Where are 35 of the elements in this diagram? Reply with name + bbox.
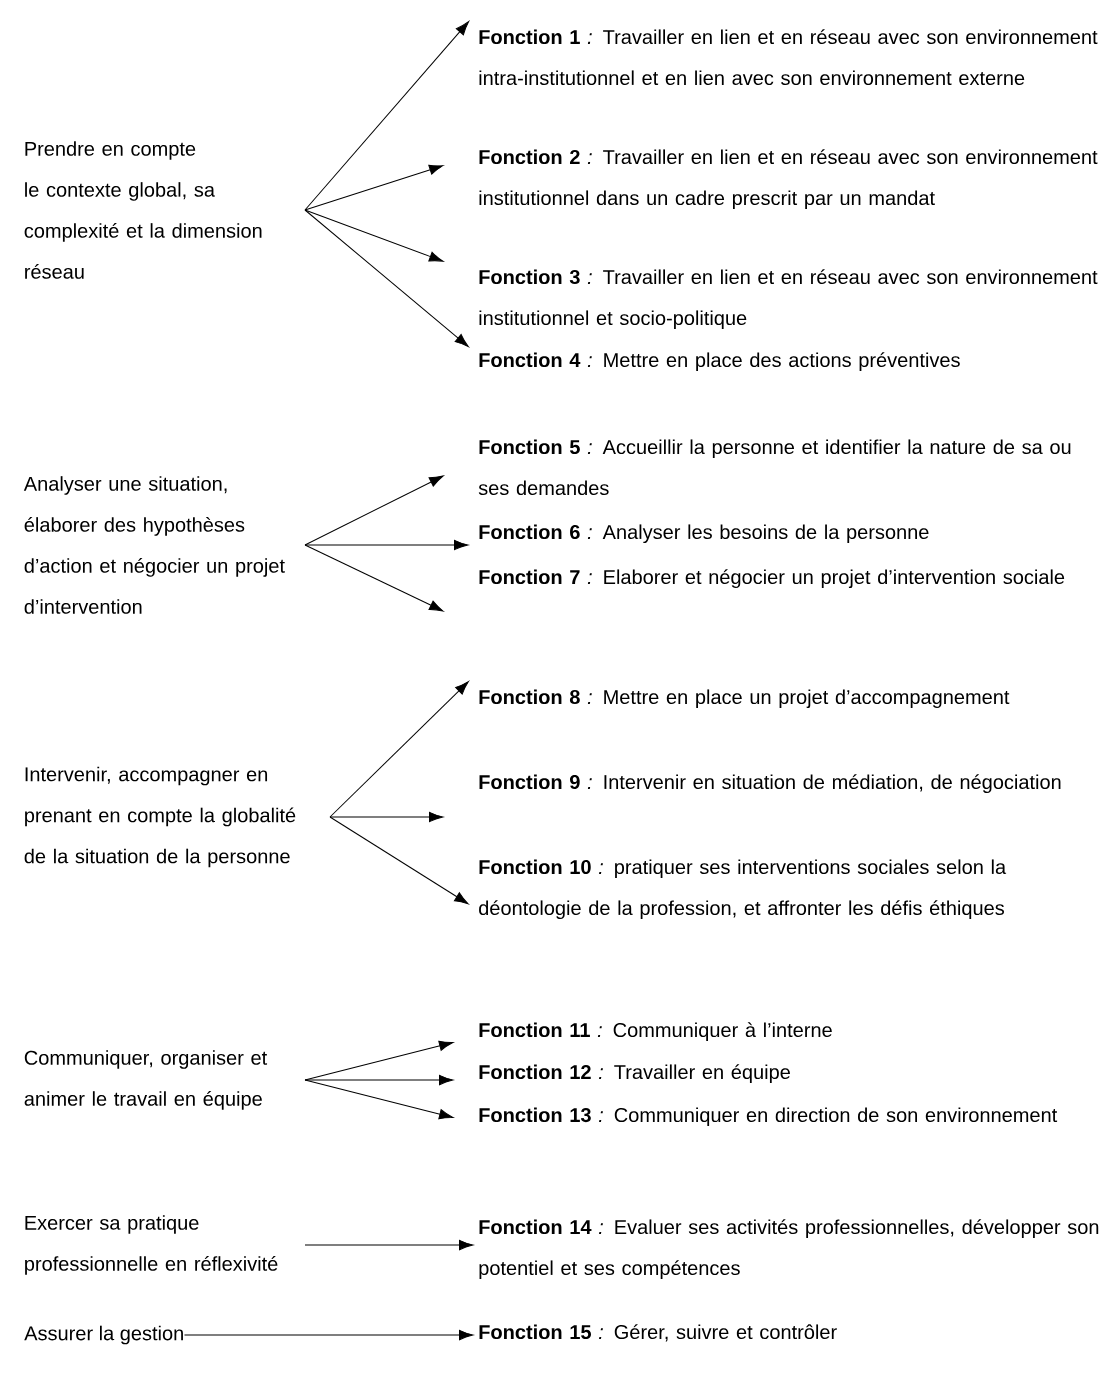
function-text: Fonction 9 : Intervenir en situation de médiation, de négociation <box>479 774 1061 794</box>
function-text: Fonction 14 : Evaluer ses activités professionnelles, développer son potentiel et ses compétences <box>479 1219 1099 1280</box>
arrow <box>329 681 469 818</box>
function-text: Fonction 4 : Mettre en place des actions préventives <box>479 352 960 372</box>
function-text: Fonction 1 : Travailler en lien et en réseau avec son environnement intra-institutionnel et en lien avec son environnement externe <box>479 29 1098 86</box>
arrow <box>304 475 444 546</box>
function-text: Fonction 6 : Analyser les besoins de la personne <box>479 524 929 544</box>
function-text: Fonction 12 : Travailler en équipe <box>479 1064 790 1084</box>
arrow <box>304 164 444 211</box>
arrow <box>304 539 469 551</box>
function-text: Fonction 7 : Elaborer et négocier un projet d’intervention sociale <box>479 569 1065 589</box>
function-text: Fonction 2 : Travailler en lien et en réseau avec son environnement institutionnel dans un cadre prescrit par un mandat <box>479 149 1098 210</box>
function-text: Fonction 10 : pratiquer ses interventions sociales selon la déontologie de la profession, et affronter les défis éthiques <box>479 859 1007 920</box>
arrow <box>329 811 444 823</box>
category-text: Communiquer, organiser et animer le travail en équipe <box>24 1050 268 1110</box>
category-text: Exercer sa pratique professionnelle en réflexivité <box>25 1215 278 1275</box>
category-text: Analyser une situation, élaborer des hypothèses d’action et négocier un projet d’intervention <box>23 476 285 614</box>
arrow <box>304 209 444 262</box>
function-text: Fonction 13 : Communiquer en direction de son environnement <box>479 1107 1058 1127</box>
arrow <box>304 1239 474 1251</box>
function-text: Fonction 11 : Communiquer à l’interne <box>479 1022 832 1042</box>
arrow <box>304 1074 454 1086</box>
arrow <box>304 21 470 211</box>
arrow <box>304 209 469 348</box>
arrow <box>304 1079 454 1120</box>
arrow <box>304 544 444 612</box>
category-text: Prendre en compte le contexte global, sa complexité et la dimension réseau <box>24 141 262 279</box>
function-text: Fonction 8 : Mettre en place un projet d’accompagnement <box>479 689 1010 709</box>
function-text: Fonction 3 : Travailler en lien et en réseau avec son environnement institutionnel et socio-politique <box>479 269 1098 330</box>
arrow <box>184 1329 474 1341</box>
function-text: Fonction 5 : Accueillir la personne et identifier la nature de sa ou ses demandes <box>478 439 1071 496</box>
category-text: Assurer la gestion <box>24 1325 183 1345</box>
function-text: Fonction 15 : Gérer, suivre et contrôler <box>479 1324 837 1342</box>
arrow <box>329 816 469 905</box>
category-text: Intervenir, accompagner en prenant en compte la globalité de la situation de la personne <box>24 766 296 868</box>
